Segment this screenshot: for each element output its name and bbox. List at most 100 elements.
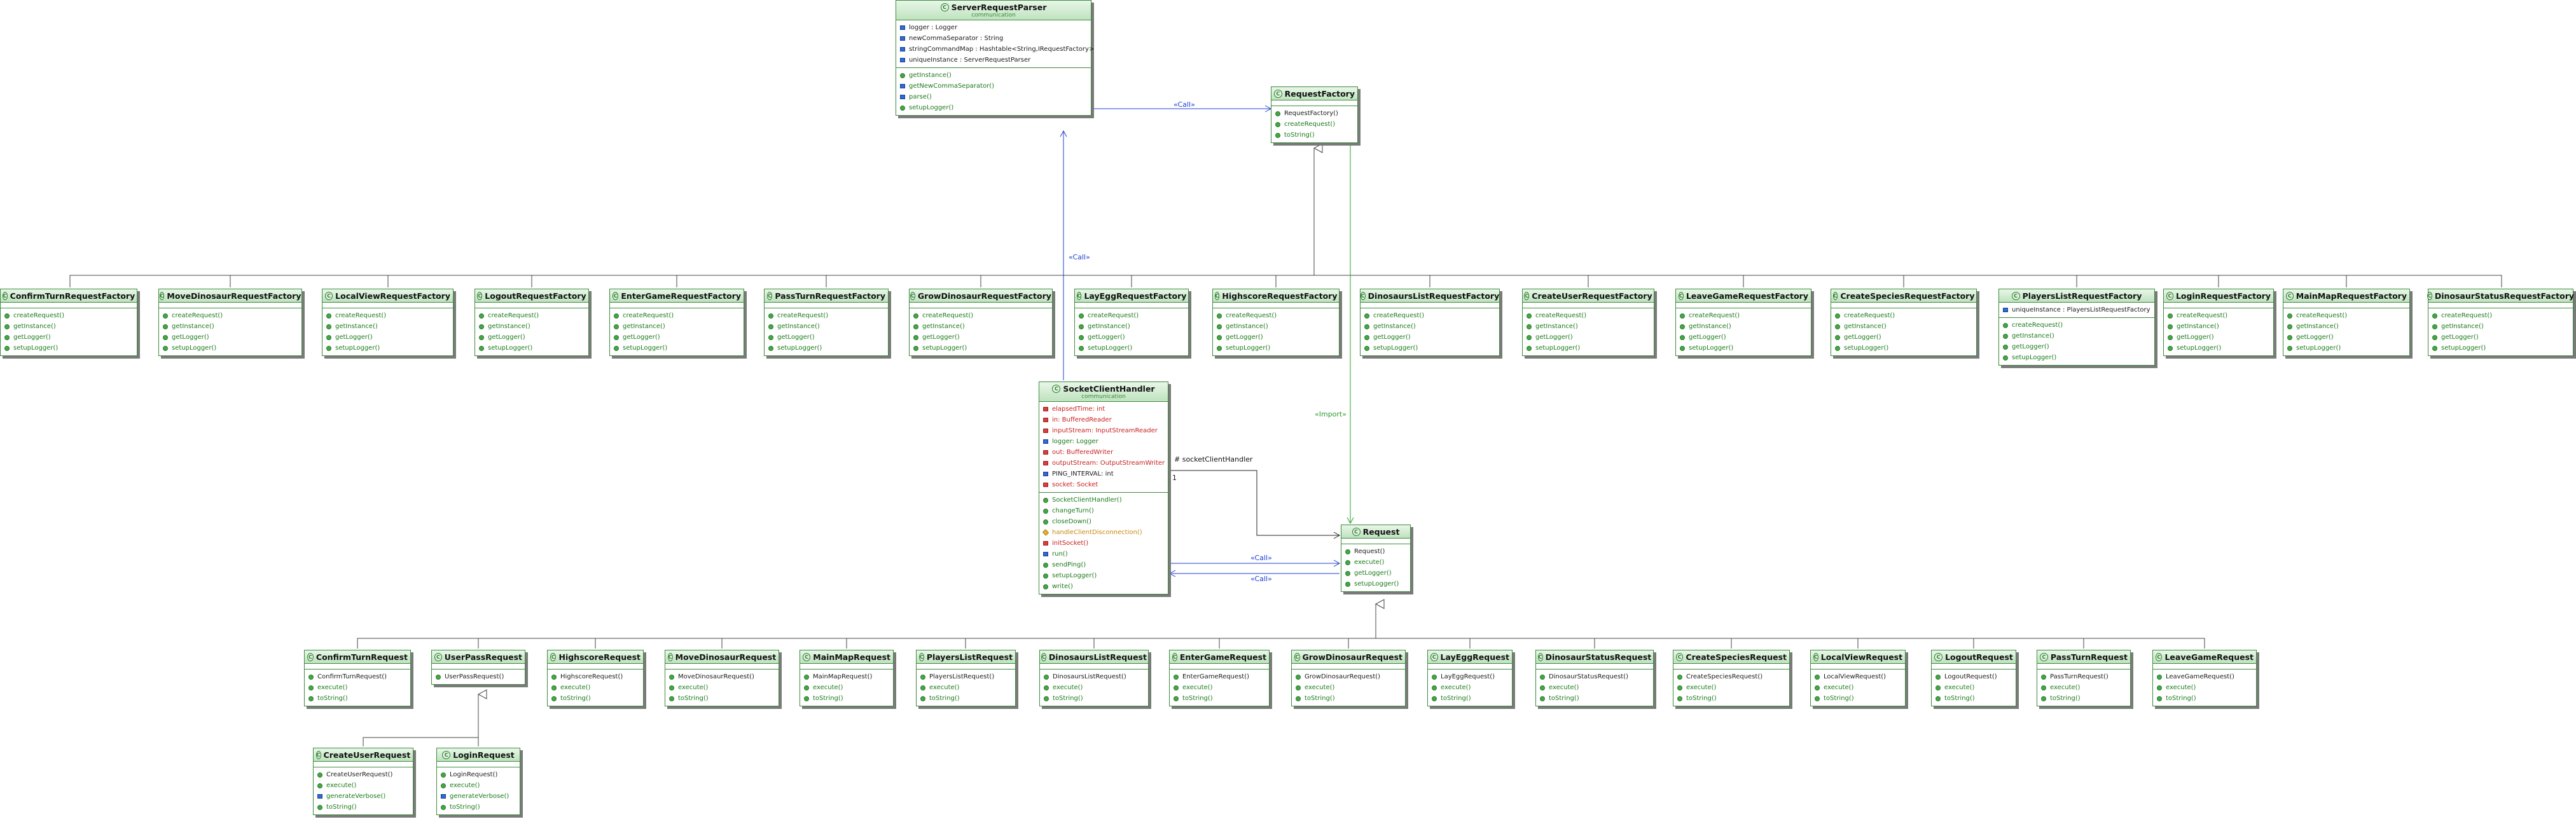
attribute-row[interactable]: stringCommandMap : Hashtable<String,IReq…	[900, 44, 1094, 55]
method-row[interactable]: execute()	[2157, 682, 2252, 693]
method-row[interactable]: getInstance()	[2432, 321, 2569, 332]
attribute-row[interactable]: newCommaSeparator : String	[900, 33, 1087, 44]
method-row[interactable]: createRequest()	[614, 310, 740, 321]
method-row[interactable]: toString()	[2041, 693, 2126, 704]
method-row[interactable]: setupLogger()	[2287, 343, 2406, 354]
method-row[interactable]: toString()	[669, 693, 775, 704]
method-row[interactable]: createRequest()	[1527, 310, 1650, 321]
method-row[interactable]: changeTurn()	[1043, 505, 1164, 516]
method-row[interactable]: getInstance()	[900, 70, 1087, 81]
method-row[interactable]: createRequest()	[2168, 310, 2269, 321]
method-row[interactable]: SocketClientHandler()	[1043, 495, 1164, 505]
attribute-row[interactable]: logger : Logger	[900, 22, 1087, 33]
method-row[interactable]: getLogger()	[4, 332, 133, 343]
method-row[interactable]: createRequest()	[479, 310, 585, 321]
attribute-row[interactable]: PING_INTERVAL: int	[1043, 469, 1164, 479]
method-row[interactable]: execute()	[1174, 682, 1265, 693]
method-row[interactable]: createRequest()	[1217, 310, 1335, 321]
method-row[interactable]: Request()	[1345, 546, 1406, 557]
method-row[interactable]: PlayersListRequest()	[920, 671, 1011, 682]
attribute-row[interactable]: uniqueInstance : ServerRequestParser	[900, 55, 1087, 65]
method-row[interactable]: RequestFactory()	[1275, 108, 1354, 119]
method-row[interactable]: toString()	[317, 802, 409, 813]
method-row[interactable]: execute()	[308, 682, 406, 693]
method-row[interactable]: getLogger()	[1217, 332, 1335, 343]
method-row[interactable]: createRequest()	[913, 310, 1048, 321]
method-row[interactable]: toString()	[1296, 693, 1401, 704]
method-row[interactable]: MoveDinosaurRequest()	[669, 671, 775, 682]
attribute-row[interactable]: uniqueInstance : PlayersListRequestFacto…	[2003, 305, 2150, 315]
method-row[interactable]: parse()	[900, 92, 1087, 102]
method-row[interactable]: getLogger()	[614, 332, 740, 343]
method-row[interactable]: setupLogger()	[1364, 343, 1495, 354]
method-row[interactable]: toString()	[1815, 693, 1901, 704]
method-row[interactable]: getInstance()	[1527, 321, 1650, 332]
method-row[interactable]: toString()	[441, 802, 516, 813]
method-row[interactable]: createRequest()	[1835, 310, 1972, 321]
method-row[interactable]: getInstance()	[913, 321, 1048, 332]
method-row[interactable]: setupLogger()	[900, 102, 1087, 113]
method-row[interactable]: getInstance()	[768, 321, 884, 332]
method-row[interactable]: getLogger()	[2432, 332, 2569, 343]
method-row[interactable]: LoginRequest()	[441, 769, 516, 780]
method-row[interactable]: setupLogger()	[1079, 343, 1184, 354]
method-row[interactable]: toString()	[920, 693, 1011, 704]
method-row[interactable]: execute()	[1432, 682, 1508, 693]
method-row[interactable]: MainMapRequest()	[804, 671, 889, 682]
method-row[interactable]: createRequest()	[1079, 310, 1184, 321]
method-row[interactable]: HighscoreRequest()	[551, 671, 639, 682]
method-row[interactable]: execute()	[1540, 682, 1649, 693]
method-row[interactable]: closeDown()	[1043, 516, 1164, 527]
method-row[interactable]: LeaveGameRequest()	[2157, 671, 2252, 682]
method-row[interactable]: getInstance()	[4, 321, 133, 332]
method-row[interactable]: LocalViewRequest()	[1815, 671, 1901, 682]
method-row[interactable]: ConfirmTurnRequest()	[308, 671, 406, 682]
method-row[interactable]: getInstance()	[2287, 321, 2406, 332]
method-row[interactable]: execute()	[1044, 682, 1144, 693]
method-row[interactable]: toString()	[551, 693, 639, 704]
method-row[interactable]: execute()	[1935, 682, 2012, 693]
method-row[interactable]: execute()	[2041, 682, 2126, 693]
method-row[interactable]: createRequest()	[4, 310, 133, 321]
method-row[interactable]: setupLogger()	[1835, 343, 1972, 354]
method-row[interactable]: run()	[1043, 549, 1164, 560]
method-row[interactable]: execute()	[1815, 682, 1901, 693]
method-row[interactable]: getLogger()	[1527, 332, 1650, 343]
method-row[interactable]: execute()	[1296, 682, 1401, 693]
method-row[interactable]: toString()	[308, 693, 406, 704]
method-row[interactable]: execute()	[317, 780, 409, 791]
method-row[interactable]: getLogger()	[768, 332, 884, 343]
method-row[interactable]: getInstance()	[2168, 321, 2269, 332]
method-row[interactable]: getLogger()	[326, 332, 449, 343]
method-row[interactable]: getInstance()	[614, 321, 740, 332]
method-row[interactable]: setupLogger()	[1345, 579, 1406, 589]
method-row[interactable]: toString()	[1174, 693, 1265, 704]
method-row[interactable]: setupLogger()	[163, 343, 298, 354]
method-row[interactable]: getInstance()	[2003, 331, 2150, 341]
method-row[interactable]: sendPing()	[1043, 560, 1164, 570]
method-row[interactable]: getInstance()	[1364, 321, 1495, 332]
method-row[interactable]: PassTurnRequest()	[2041, 671, 2126, 682]
